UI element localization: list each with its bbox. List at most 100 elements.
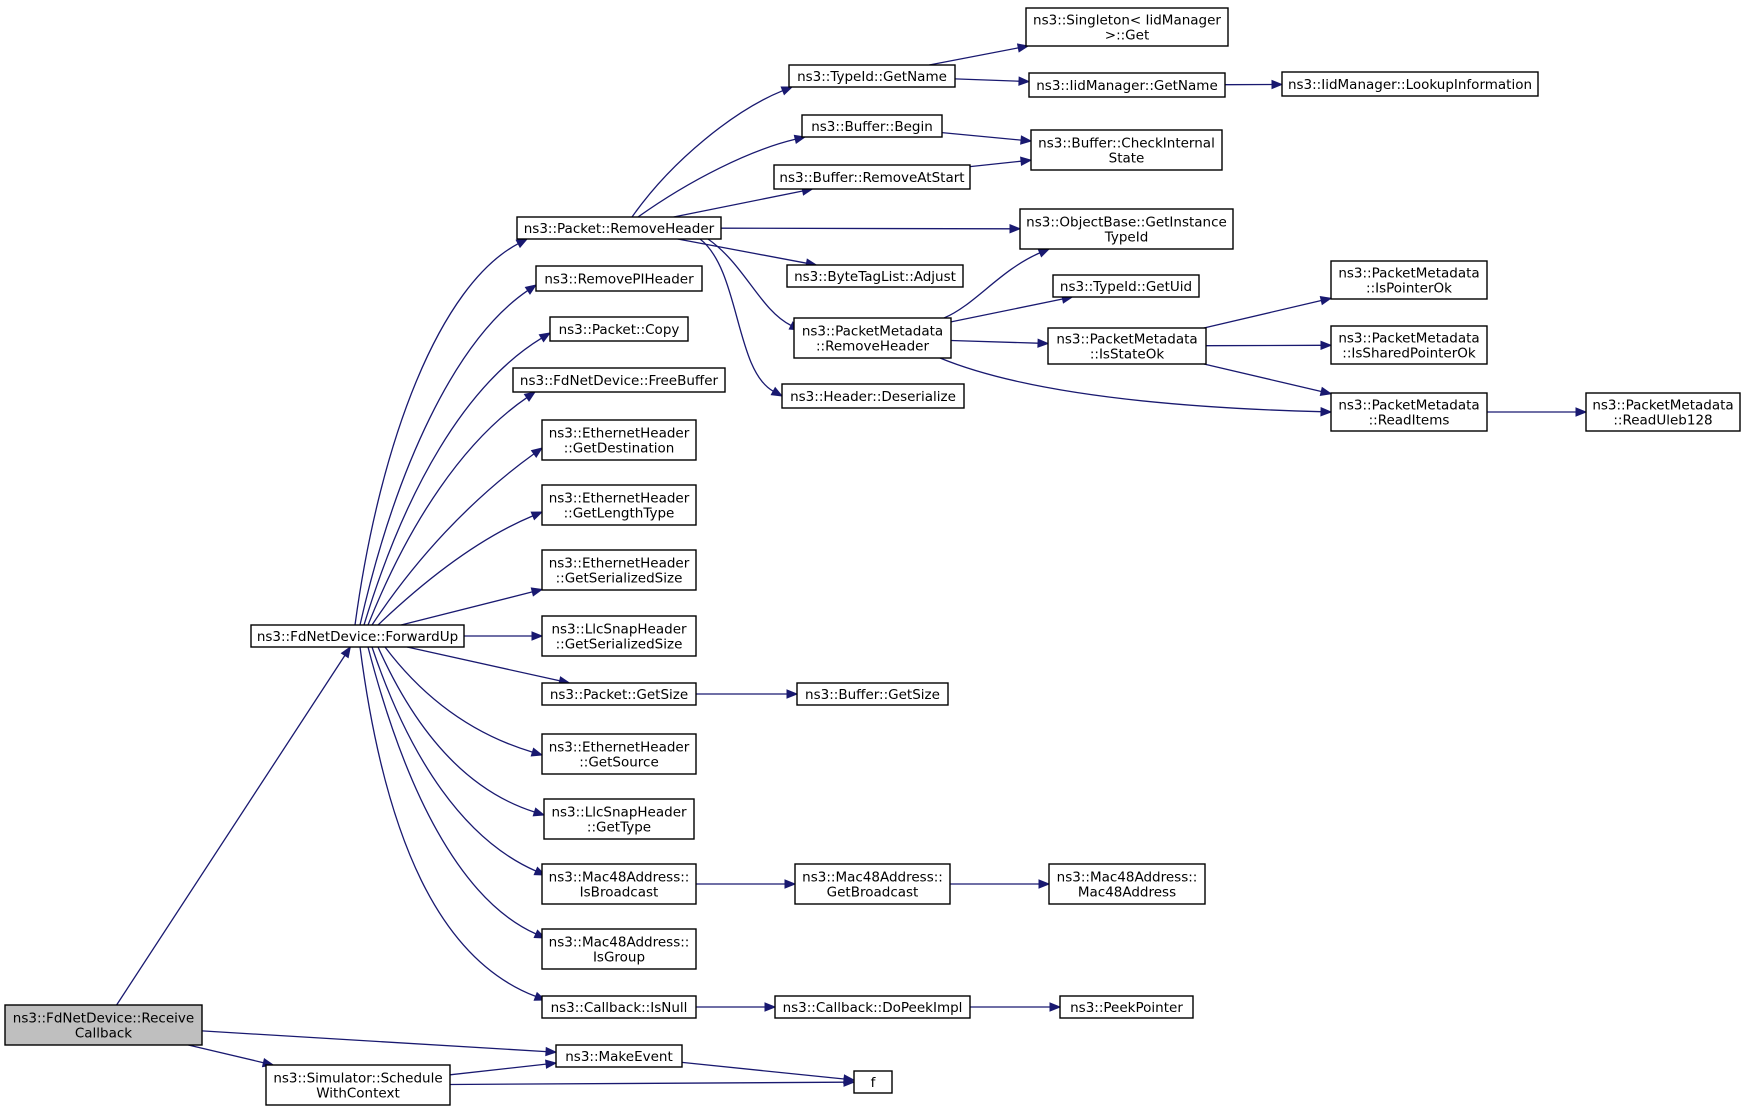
node-box: [1052, 274, 1200, 298]
node-forward-up[interactable]: ns3::FdNetDevice::ForwardUp: [250, 624, 465, 648]
node-eth-get-source[interactable]: ns3::EthernetHeader::GetSource: [541, 733, 697, 775]
node-typeid-get-name[interactable]: ns3::TypeId::GetName: [788, 64, 956, 88]
node-label-line: ns3::Buffer::CheckInternal: [1038, 136, 1215, 152]
node-header-deserialize[interactable]: ns3::Header::Deserialize: [781, 383, 965, 409]
node-free-buffer[interactable]: ns3::FdNetDevice::FreeBuffer: [512, 367, 726, 393]
node-label-line: ns3::PacketMetadata: [1056, 332, 1197, 348]
node-label-line: f: [871, 1075, 877, 1091]
node-label-line: ::ReadItems: [1369, 413, 1450, 429]
node-label-line: ns3::Mac48Address::: [802, 870, 943, 886]
node-packet-copy[interactable]: ns3::Packet::Copy: [549, 316, 689, 342]
call-edge-pm_remove_header-to-object_get_instance_typeid: [943, 252, 1041, 319]
call-edge-schedule_with_context-to-f: [449, 1081, 845, 1086]
call-edge-forward_up-to-eth_get_source: [384, 646, 533, 753]
node-mac48-is-broadcast[interactable]: ns3::Mac48Address::IsBroadcast: [541, 863, 697, 905]
node-label-line: >::Get: [1105, 28, 1149, 44]
node-label-line: ns3::Singleton< IidManager: [1033, 13, 1221, 29]
node-f[interactable]: f: [853, 1070, 893, 1094]
node-typeid-get-uid[interactable]: ns3::TypeId::GetUid: [1052, 274, 1200, 298]
call-edge-forward_up-to-callback_is_null: [359, 646, 536, 998]
node-bytetaglist-adjust[interactable]: ns3::ByteTagList::Adjust: [786, 264, 964, 288]
arrowhead-pm_is_state_ok>pm_read_items: [1319, 386, 1333, 396]
node-box: [801, 114, 943, 138]
arrowhead-forward_up>llc_get_serialized_size: [531, 631, 544, 641]
arrowhead-packet_get_size>buffer_get_size: [786, 689, 799, 699]
node-label-line: IsGroup: [593, 950, 645, 966]
node-pm-is-pointer-ok[interactable]: ns3::PacketMetadata::IsPointerOk: [1330, 260, 1488, 300]
node-make-event[interactable]: ns3::MakeEvent: [555, 1044, 683, 1068]
node-label-line: ::GetSerializedSize: [556, 571, 683, 587]
node-box: [541, 863, 697, 905]
node-label-line: ns3::PacketMetadata: [1338, 398, 1479, 414]
node-label-line: ns3::Buffer::RemoveAtStart: [779, 170, 964, 186]
arrowhead-forward_up>eth_get_source: [530, 747, 544, 757]
node-eth-get-destination[interactable]: ns3::EthernetHeader::GetDestination: [541, 419, 697, 461]
node-box: [1028, 72, 1226, 98]
arrowhead-callback_do_peek_impl>peek_pointer: [1049, 1002, 1062, 1012]
node-singleton-get[interactable]: ns3::Singleton< IidManager >::Get: [1025, 7, 1229, 47]
node-box: [1281, 71, 1539, 97]
node-label-line: ns3::ObjectBase::GetInstance: [1026, 215, 1227, 231]
arrowhead-pm_remove_header>pm_is_state_ok: [1037, 338, 1050, 348]
node-eth-get-serialized-size[interactable]: ns3::EthernetHeader::GetSerializedSize: [541, 549, 697, 591]
node-callback-do-peek-impl[interactable]: ns3::Callback::DoPeekImpl: [774, 995, 971, 1019]
call-edge-schedule_with_context-to-make_event: [449, 1063, 547, 1076]
node-iid-get-name[interactable]: ns3::IidManager::GetName: [1028, 72, 1226, 98]
node-pm-read-uleb128[interactable]: ns3::PacketMetadata::ReadUleb128: [1585, 392, 1741, 432]
node-label-line: ns3::Mac48Address::: [549, 935, 690, 951]
node-box: [250, 624, 465, 648]
node-box: [853, 1070, 893, 1094]
node-mac48-get-broadcast[interactable]: ns3::Mac48Address::GetBroadcast: [794, 863, 951, 905]
arrowhead-packet_remove_header>object_get_instance_typeid: [1009, 224, 1022, 234]
node-label-line: ns3::Simulator::Schedule: [273, 1071, 442, 1087]
node-label-line: ns3::LlcSnapHeader: [551, 622, 687, 638]
node-label-line: ns3::Header::Deserialize: [790, 389, 956, 405]
node-label-line: ns3::PacketMetadata: [1338, 331, 1479, 347]
node-mac48-is-group[interactable]: ns3::Mac48Address::IsGroup: [541, 928, 697, 970]
node-box: [549, 316, 689, 342]
node-box: [541, 549, 697, 591]
call-edge-forward_up-to-packet_copy: [363, 337, 542, 626]
call-edge-packet_remove_header-to-typeid_get_name: [631, 90, 783, 218]
node-label-line: ns3::MakeEvent: [565, 1049, 673, 1065]
node-pm-is-shared-pointer-ok[interactable]: ns3::PacketMetadata::IsSharedPointerOk: [1330, 325, 1488, 365]
node-pm-remove-header[interactable]: ns3::PacketMetadata::RemoveHeader: [793, 317, 952, 359]
node-label-line: ns3::Mac48Address::: [549, 870, 690, 886]
node-mac48-address[interactable]: ns3::Mac48Address::Mac48Address: [1048, 863, 1206, 905]
call-edge-packet_remove_header-to-buffer_remove_at_start: [673, 190, 803, 218]
node-box: [1585, 392, 1741, 432]
node-packet-get-size[interactable]: ns3::Packet::GetSize: [541, 682, 697, 706]
node-peek-pointer[interactable]: ns3::PeekPointer: [1059, 995, 1194, 1019]
node-buffer-get-size[interactable]: ns3::Buffer::GetSize: [796, 682, 949, 706]
node-remove-pi-header[interactable]: ns3::RemovePIHeader: [535, 265, 703, 292]
node-box: [794, 863, 951, 905]
node-eth-get-length-type[interactable]: ns3::EthernetHeader::GetLengthType: [541, 484, 697, 526]
node-pm-is-state-ok[interactable]: ns3::PacketMetadata::IsStateOk: [1047, 327, 1207, 365]
call-edge-forward_up-to-packet_get_size: [406, 646, 560, 682]
call-edge-receive_callback-to-make_event: [201, 1030, 547, 1053]
arrowhead-forward_up>eth_get_length_type: [530, 511, 544, 521]
node-box: [1019, 208, 1234, 250]
node-buffer-begin[interactable]: ns3::Buffer::Begin: [801, 114, 943, 138]
node-box: [265, 1064, 451, 1106]
node-iid-lookup-information[interactable]: ns3::IidManager::LookupInformation: [1281, 71, 1539, 97]
node-buffer-remove-at-start[interactable]: ns3::Buffer::RemoveAtStart: [773, 164, 971, 190]
call-edge-buffer_begin-to-buffer_check_internal_state: [941, 131, 1022, 141]
node-llc-get-type[interactable]: ns3::LlcSnapHeader::GetType: [543, 798, 695, 840]
node-label-line: ns3::FdNetDevice::FreeBuffer: [520, 373, 719, 389]
arrowhead-packet_remove_header>header_deserialize: [770, 386, 784, 397]
call-edge-forward_up-to-packet_remove_header: [354, 243, 519, 626]
node-callback-is-null[interactable]: ns3::Callback::IsNull: [541, 995, 697, 1019]
node-llc-get-serialized-size[interactable]: ns3::LlcSnapHeader::GetSerializedSize: [541, 615, 697, 657]
call-edge-forward_up-to-eth_get_length_type: [377, 515, 534, 626]
call-edge-packet_remove_header-to-bytetaglist_adjust: [677, 238, 807, 264]
node-box: [535, 265, 703, 292]
node-pm-read-items[interactable]: ns3::PacketMetadata::ReadItems: [1330, 392, 1488, 432]
node-label-line: ::GetDestination: [564, 441, 675, 457]
node-label-line: ns3::EthernetHeader: [549, 491, 690, 507]
node-packet-remove-header[interactable]: ns3::Packet::RemoveHeader: [516, 216, 722, 240]
